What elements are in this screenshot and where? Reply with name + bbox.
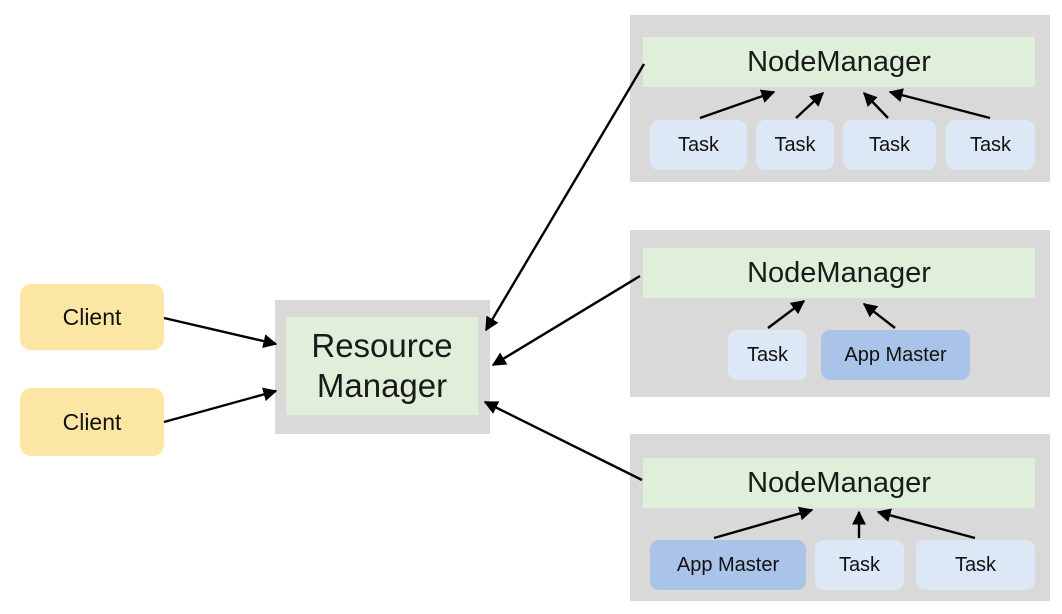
- node-manager-title: NodeManager: [747, 45, 931, 78]
- node-manager-2: NodeManager: [643, 248, 1035, 298]
- arrow-task-to-nm: [888, 88, 991, 120]
- resource-manager-label: Resource Manager: [286, 317, 478, 415]
- container-label: Task: [746, 343, 789, 366]
- container-label: App Master: [844, 343, 947, 366]
- arrow-nm2-to-rm: [491, 274, 641, 367]
- node-manager-3: NodeManager: [643, 458, 1035, 508]
- arrow-nm1-to-rm: [484, 63, 646, 332]
- task-container: Task: [756, 120, 834, 170]
- resource-manager-box: Resource Manager: [275, 300, 490, 434]
- client-box-1: Client: [20, 284, 164, 350]
- task-container: Task: [843, 120, 936, 170]
- arrow-task-to-nm: [876, 508, 976, 540]
- arrow-app-master-to-nm: [713, 506, 814, 540]
- node-manager-title: NodeManager: [747, 256, 931, 289]
- app-master-container: App Master: [821, 330, 970, 380]
- container-label: App Master: [676, 553, 780, 576]
- client-label: Client: [62, 303, 122, 330]
- resource-manager-line-1: Resource: [311, 327, 453, 364]
- task-container: Task: [728, 330, 807, 380]
- resource-manager-line-2: Manager: [316, 367, 448, 404]
- container-label: Task: [838, 553, 881, 576]
- arrow-task-to-nm: [795, 92, 825, 119]
- arrow-task-to-nm: [863, 91, 889, 119]
- arrow-app-master-to-nm: [862, 303, 896, 329]
- arrow-task-to-nm: [699, 89, 776, 120]
- container-label: Task: [868, 133, 911, 156]
- task-container: Task: [946, 120, 1035, 170]
- task-container: Task: [916, 540, 1035, 590]
- node-manager-title: NodeManager: [747, 466, 931, 499]
- arrow-nm3-to-rm: [483, 400, 643, 482]
- container-label: Task: [677, 133, 720, 156]
- task-container: Task: [815, 540, 904, 590]
- container-label: Task: [969, 133, 1012, 156]
- arrow-task-to-nm: [767, 300, 806, 329]
- app-master-container: App Master: [650, 540, 806, 590]
- client-box-2: Client: [20, 388, 164, 456]
- task-container: Task: [650, 120, 747, 170]
- container-label: Task: [954, 553, 997, 576]
- arrow-client1-to-rm: [163, 316, 278, 348]
- container-label: Task: [774, 133, 816, 156]
- client-label: Client: [62, 408, 122, 435]
- arrow-client2-to-rm: [163, 387, 278, 424]
- node-manager-1: NodeManager: [643, 37, 1035, 87]
